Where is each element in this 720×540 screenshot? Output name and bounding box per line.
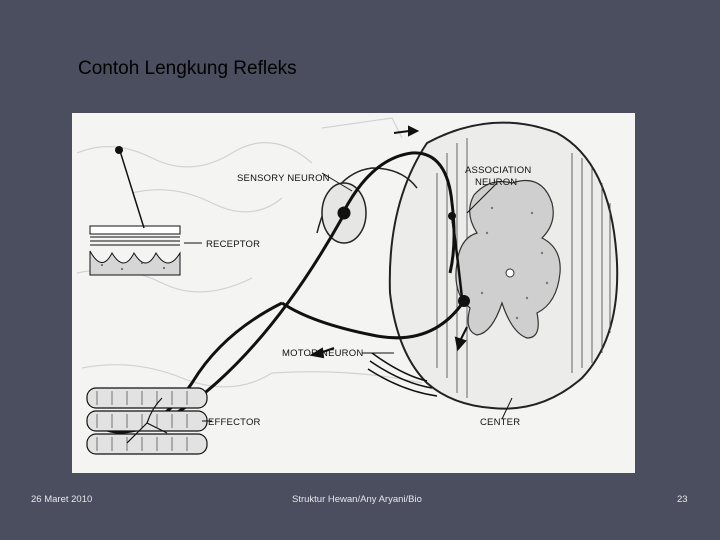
effector-muscle (87, 388, 207, 454)
footer-date: 26 Maret 2010 (31, 494, 92, 505)
label-association-neuron-line2: NEURON (475, 177, 517, 188)
footer-center-text: Struktur Hewan/Any Aryani/Bio (292, 494, 422, 505)
reflex-arc-diagram: SENSORY NEURON ASSOCIATION NEURON RECEPT… (72, 113, 635, 473)
label-center: CENTER (480, 417, 520, 428)
label-effector: EFFECTOR (208, 417, 261, 428)
label-receptor: RECEPTOR (206, 239, 260, 250)
background-sketch (77, 118, 422, 387)
label-motor-neuron: MOTOR NEURON (282, 348, 363, 359)
label-association-neuron-line1: ASSOCIATION (465, 165, 531, 176)
footer-page-number: 23 (677, 494, 688, 505)
slide-title: Contoh Lengkung Refleks (78, 58, 297, 80)
receptor-skin (90, 146, 180, 275)
label-sensory-neuron: SENSORY NEURON (237, 173, 330, 184)
